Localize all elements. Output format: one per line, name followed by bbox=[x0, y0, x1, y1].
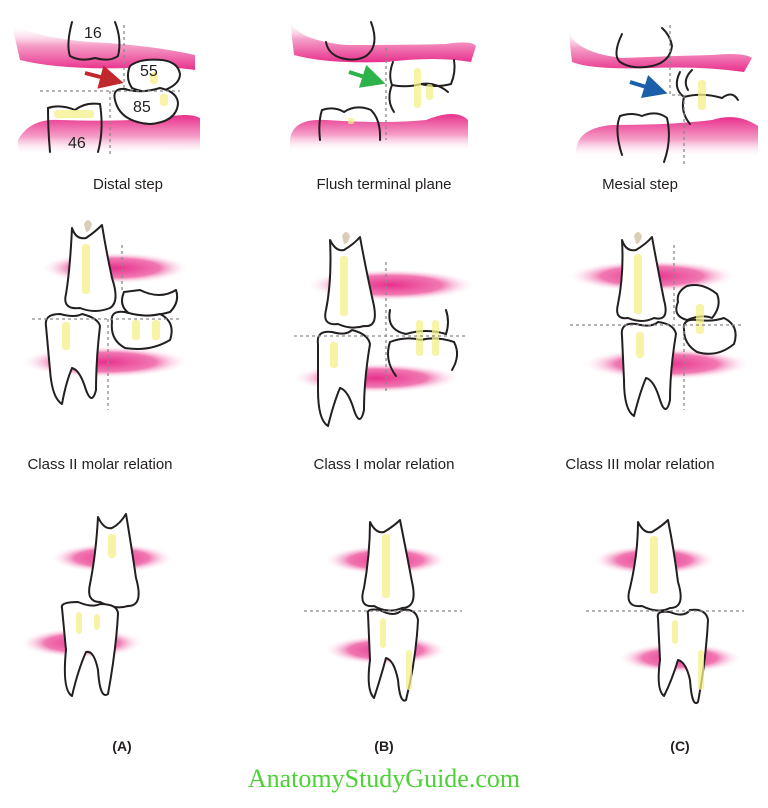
caption-mesial-step: Mesial step bbox=[602, 176, 678, 193]
label-b: (B) bbox=[374, 738, 394, 754]
watermark-text: AnatomyStudyGuide.com bbox=[247, 764, 521, 793]
permanent-c-illustration bbox=[586, 519, 744, 704]
permanent-b-diagram: (B) bbox=[256, 490, 512, 760]
permanent-a-illustration bbox=[20, 513, 174, 697]
permanent-b-illustration bbox=[304, 519, 462, 702]
class-i-illustration bbox=[291, 232, 476, 427]
caption-distal-step: Distal step bbox=[92, 176, 164, 193]
red-arrow-icon bbox=[84, 65, 124, 89]
class-ii-illustration bbox=[20, 220, 190, 410]
tooth-label-85: 85 bbox=[133, 99, 151, 116]
flush-terminal-plane-diagram: Flush terminal plane bbox=[256, 0, 512, 200]
tooth-label-16: 16 bbox=[84, 25, 102, 42]
class-i-molar-diagram: Class I molar relation bbox=[256, 210, 512, 480]
mesial-step-diagram: Mesial step bbox=[512, 0, 768, 200]
caption-class-ii: Class II molar relation bbox=[27, 456, 173, 473]
blue-arrow-icon bbox=[629, 75, 668, 98]
caption-class-i: Class I molar relation bbox=[313, 456, 455, 473]
tooth-label-46: 46 bbox=[68, 135, 86, 152]
class-iii-molar-diagram: Class III molar relation bbox=[512, 210, 768, 480]
class-ii-molar-diagram: Class II molar relation bbox=[0, 210, 256, 480]
distal-step-illustration: 16 55 85 46 bbox=[12, 21, 200, 155]
distal-step-diagram: 16 55 85 46 Distal step bbox=[0, 0, 256, 200]
green-arrow-icon bbox=[348, 64, 386, 88]
label-c: (C) bbox=[670, 738, 690, 754]
permanent-a-diagram: (A) bbox=[0, 490, 256, 760]
caption-flush-terminal-plane: Flush terminal plane bbox=[316, 176, 452, 193]
mesial-step-illustration bbox=[568, 25, 758, 165]
tooth-label-55: 55 bbox=[140, 63, 158, 80]
class-iii-illustration bbox=[567, 232, 752, 417]
label-a: (A) bbox=[112, 738, 132, 754]
flush-terminal-plane-illustration bbox=[290, 20, 476, 152]
permanent-c-diagram: (C) bbox=[512, 490, 768, 760]
caption-class-iii: Class III molar relation bbox=[565, 456, 715, 473]
